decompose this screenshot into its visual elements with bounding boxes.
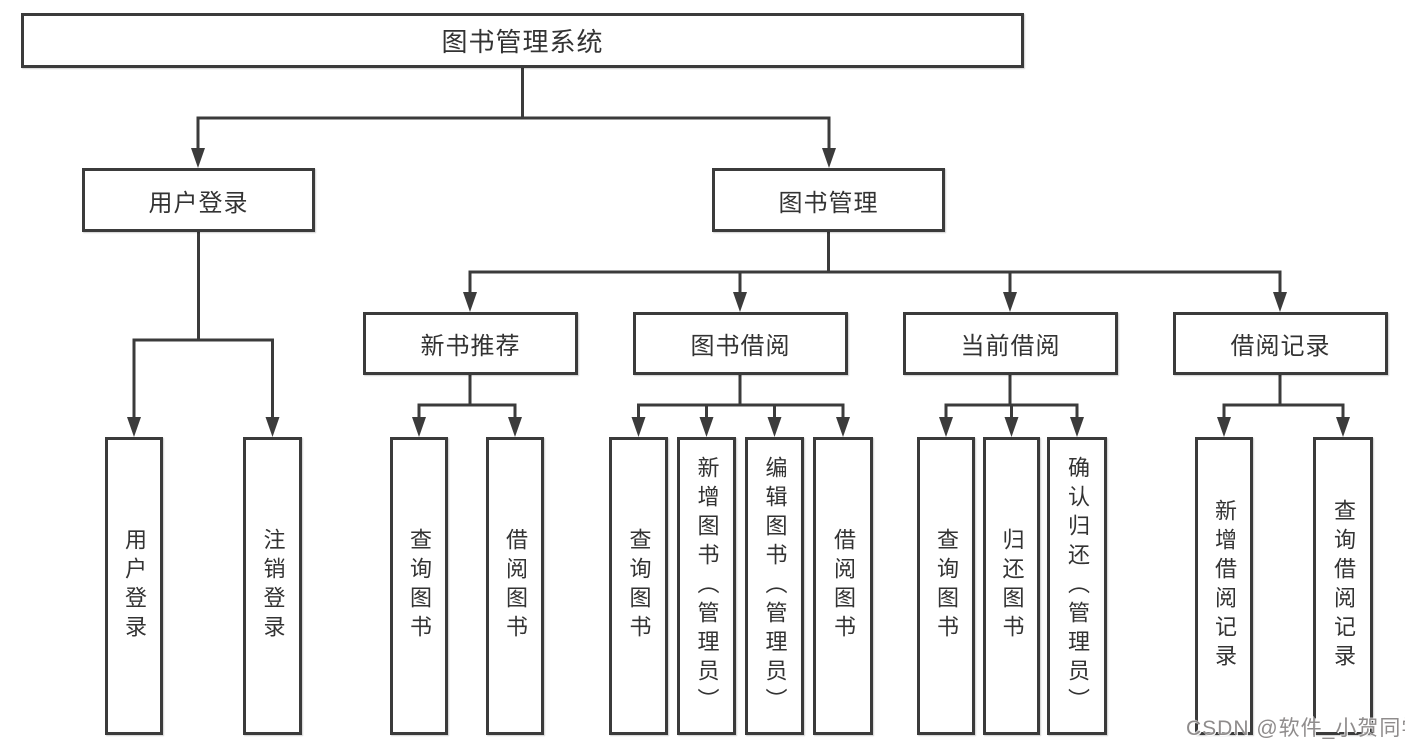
node-user-login-branch: 用户登录 [82, 168, 315, 232]
leaf-borrow-query-books: 查询图书 [609, 437, 668, 735]
leaf-user-login: 用户登录 [105, 437, 163, 735]
leaf-record-query-borrow-record: 查询借阅记录 [1313, 437, 1373, 735]
arrowheads [127, 148, 1350, 437]
node-library-management-system: 图书管理系统 [21, 13, 1024, 68]
leaf-rec-query-books: 查询图书 [390, 437, 448, 735]
leaf-current-confirm-return-admin: 确认归还（管理员） [1047, 437, 1107, 735]
leaf-current-query-books: 查询图书 [917, 437, 975, 735]
leaf-record-add-borrow-record: 新增借阅记录 [1195, 437, 1253, 735]
node-current-borrowing: 当前借阅 [903, 312, 1118, 375]
csdn-watermark: CSDN @软件_小贺同学 [1186, 717, 1405, 740]
leaf-borrow-lend-books: 借阅图书 [813, 437, 873, 735]
node-book-management-branch: 图书管理 [712, 168, 945, 232]
leaf-logout: 注销登录 [243, 437, 302, 735]
node-book-borrowing: 图书借阅 [633, 312, 848, 375]
node-new-book-recommend: 新书推荐 [363, 312, 578, 375]
leaf-current-return-books: 归还图书 [983, 437, 1040, 735]
node-borrowing-records: 借阅记录 [1173, 312, 1388, 375]
leaf-rec-borrow-books: 借阅图书 [486, 437, 544, 735]
leaf-borrow-edit-books-admin: 编辑图书（管理员） [745, 437, 804, 735]
leaf-borrow-add-books-admin: 新增图书（管理员） [677, 437, 736, 735]
